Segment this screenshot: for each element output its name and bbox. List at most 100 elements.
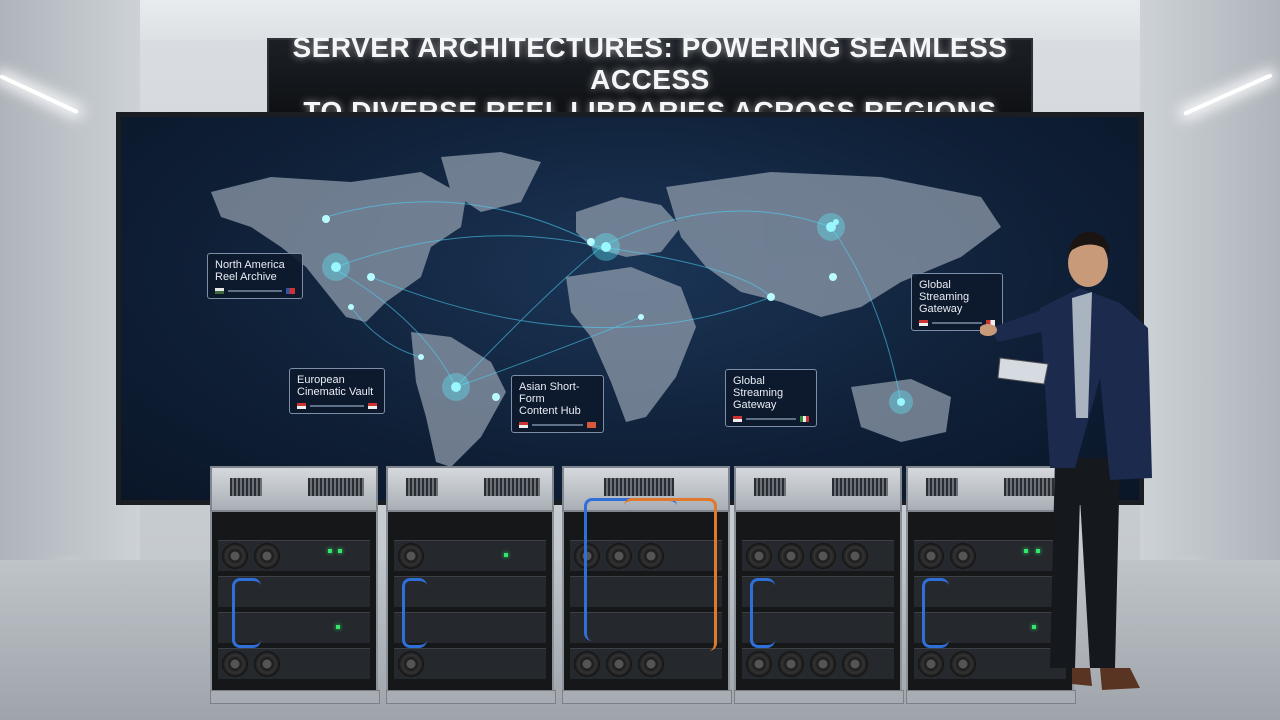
world-map-display: North America Reel Archive European Cine… bbox=[116, 112, 1144, 505]
blue-cable-bundle bbox=[922, 578, 949, 648]
node bbox=[331, 262, 341, 272]
shirt bbox=[1072, 292, 1092, 418]
flag-icon bbox=[800, 416, 809, 422]
label-line: European bbox=[297, 374, 345, 386]
server-rack bbox=[562, 466, 732, 704]
fan-icon bbox=[606, 651, 632, 677]
label-status-row bbox=[215, 288, 295, 294]
status-led bbox=[1032, 625, 1036, 629]
rack-unit bbox=[218, 576, 370, 607]
fan-icon bbox=[606, 543, 632, 569]
link-na-sa bbox=[330, 266, 457, 388]
vent bbox=[1004, 478, 1060, 496]
rack-unit bbox=[914, 612, 1066, 643]
fan-icon bbox=[918, 651, 944, 677]
rack-unit bbox=[218, 612, 370, 643]
vent bbox=[604, 478, 674, 496]
node bbox=[367, 273, 375, 281]
flag-icon bbox=[986, 320, 995, 326]
node bbox=[767, 293, 775, 301]
hair bbox=[1068, 231, 1110, 256]
status-bar bbox=[932, 322, 982, 324]
title-banner: SERVER ARCHITECTURES: POWERING SEAMLESS … bbox=[267, 32, 1033, 127]
connection-lines bbox=[325, 201, 902, 403]
rack-base bbox=[906, 690, 1076, 704]
rack-base bbox=[734, 690, 904, 704]
label-line: Reel Archive bbox=[215, 271, 277, 283]
fan-icon bbox=[574, 543, 600, 569]
flag-icon bbox=[368, 403, 377, 409]
node-glow bbox=[592, 233, 620, 261]
australia-landmass bbox=[851, 379, 951, 442]
label-global-streaming-gateway-2: Global Streaming Gateway bbox=[911, 273, 1003, 331]
south-america-landmass bbox=[411, 332, 506, 467]
server-rack bbox=[906, 466, 1076, 704]
server-rack bbox=[734, 466, 904, 704]
rack-unit bbox=[914, 540, 1066, 571]
status-led bbox=[1024, 549, 1028, 553]
node-glow bbox=[442, 373, 470, 401]
asia-landmass bbox=[666, 172, 1001, 317]
label-status-row bbox=[733, 416, 809, 422]
rack-unit bbox=[394, 540, 546, 571]
fan-icon bbox=[398, 651, 424, 677]
rack-unit bbox=[914, 576, 1066, 607]
node bbox=[322, 215, 330, 223]
blue-cable-bundle bbox=[232, 578, 261, 648]
status-bar bbox=[532, 424, 583, 426]
vent bbox=[926, 478, 958, 496]
label-line: Gateway bbox=[733, 399, 777, 411]
rack-unit bbox=[742, 648, 894, 679]
vent bbox=[308, 478, 364, 496]
fan-icon bbox=[398, 543, 424, 569]
greenland-landmass bbox=[441, 152, 541, 212]
blue-cable-bundle bbox=[402, 578, 427, 648]
node-glows bbox=[322, 213, 913, 414]
flag-icon bbox=[919, 320, 928, 326]
node bbox=[829, 273, 837, 281]
jacket bbox=[1040, 288, 1152, 480]
fan-icon bbox=[778, 651, 804, 677]
status-led bbox=[336, 625, 340, 629]
rack-top-unit bbox=[210, 466, 378, 512]
label-line: Content Hub bbox=[519, 405, 581, 417]
status-led bbox=[338, 549, 342, 553]
link-sa-eu bbox=[455, 246, 602, 388]
banner-title-line1: SERVER ARCHITECTURES: POWERING SEAMLESS … bbox=[292, 32, 1008, 95]
node bbox=[826, 222, 836, 232]
link-sa-africa bbox=[455, 316, 642, 388]
fan-icon bbox=[254, 651, 280, 677]
head bbox=[1068, 239, 1108, 287]
fan-icon bbox=[222, 543, 248, 569]
link-na-eu bbox=[325, 201, 592, 243]
fan-icon bbox=[950, 543, 976, 569]
continents bbox=[211, 152, 1001, 467]
fan-icon bbox=[638, 651, 664, 677]
node bbox=[451, 382, 461, 392]
label-status-row bbox=[519, 422, 596, 428]
rack-top-unit bbox=[906, 466, 1074, 512]
rack-unit bbox=[570, 612, 722, 643]
label-north-america-reel-archive: North America Reel Archive bbox=[207, 253, 303, 299]
fan-icon bbox=[950, 651, 976, 677]
rack-base bbox=[210, 690, 380, 704]
node bbox=[638, 314, 644, 320]
legs bbox=[1050, 458, 1120, 668]
flag-icon bbox=[286, 288, 295, 294]
hand bbox=[980, 324, 997, 336]
north-america-landmass bbox=[211, 172, 466, 322]
label-line: Asian Short-Form bbox=[519, 381, 580, 405]
rack-unit bbox=[218, 648, 370, 679]
vent bbox=[832, 478, 888, 496]
status-led bbox=[1036, 549, 1040, 553]
rack-top-unit bbox=[734, 466, 902, 512]
shoes bbox=[1072, 668, 1092, 686]
status-led bbox=[504, 553, 508, 557]
node-glow bbox=[889, 390, 913, 414]
node bbox=[833, 219, 839, 225]
flag-icon bbox=[519, 422, 528, 428]
rack-unit bbox=[570, 576, 722, 607]
fan-icon bbox=[778, 543, 804, 569]
status-led bbox=[328, 549, 332, 553]
